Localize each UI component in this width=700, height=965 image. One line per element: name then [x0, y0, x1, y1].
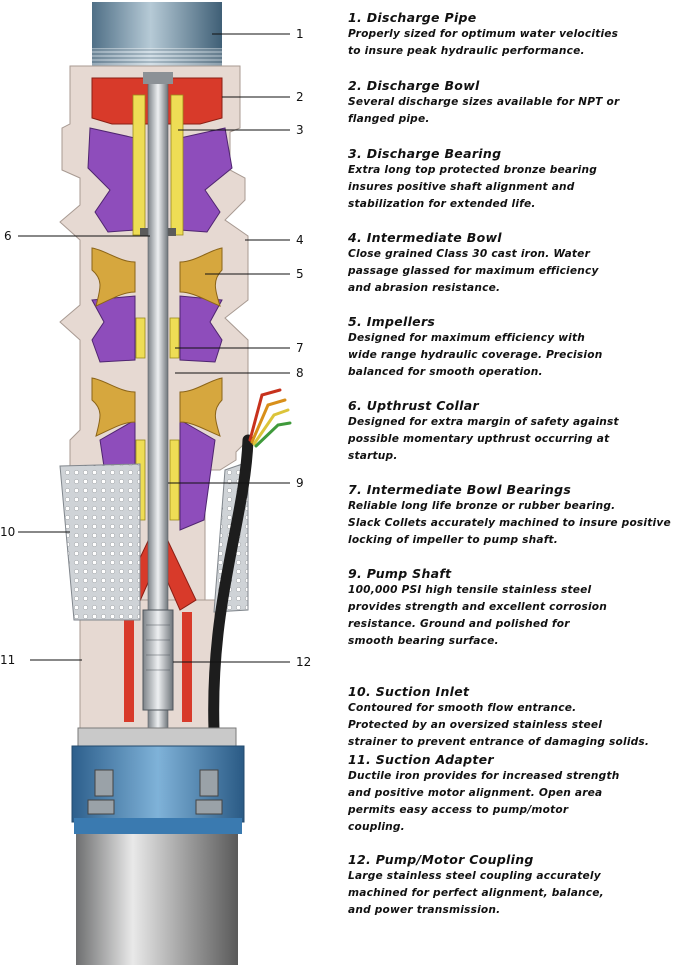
callout-12: 12 [296, 655, 311, 669]
motor-flange [74, 818, 242, 834]
legend-entry-description-line: and power transmission. [348, 904, 501, 916]
legend-entry-description-line: possible momentary upthrust occurring at [348, 433, 610, 445]
legend-entry-description-line: strainer to prevent entrance of damaging… [348, 736, 650, 748]
legend-entry-description-line: Ductile iron provides for increased stre… [348, 770, 620, 782]
legend-entry-description-line: Several discharge sizes available for NP… [348, 96, 620, 108]
legend-entry-description-line: to insure peak hydraulic performance. [348, 45, 585, 57]
legend-entry-description-line: wide range hydraulic coverage. Precision [348, 349, 603, 361]
legend-entry-description-line: resistance. Ground and polished for [348, 618, 570, 630]
legend-entry-description-line: Extra long top protected bronze bearing [348, 164, 598, 176]
callout-7: 7 [296, 341, 304, 355]
legend-entry-description-line: passage glassed for maximum efficiency [348, 265, 599, 277]
legend-entry-description-line: Reliable long life bronze or rubber bear… [348, 500, 616, 512]
legend-entry-description-line: startup. [348, 450, 398, 462]
legend-entry-description-line: Designed for extra margin of safety agai… [348, 416, 619, 428]
callout-1: 1 [296, 27, 304, 41]
legend-entry-title: 1. Discharge Pipe [348, 10, 477, 25]
power-cable [208, 388, 292, 736]
legend-entry-description-line: Properly sized for optimum water velocit… [348, 28, 619, 40]
legend-entry-title: 9. Pump Shaft [348, 566, 452, 581]
callout-6: 6 [4, 229, 12, 243]
legend-entry-description-line: machined for perfect alignment, balance, [348, 887, 604, 899]
legend-entry: 9. Pump Shaft 100,000 PSI high tensile st… [348, 566, 607, 650]
suction-adapter-channel-right [182, 612, 192, 722]
legend-entry-description-line: Close grained Class 30 cast iron. Water [348, 248, 590, 260]
legend-entry-description-line: Large stainless steel coupling accuratel… [348, 870, 601, 882]
callout-9: 9 [296, 476, 304, 490]
callout-8: 8 [296, 366, 304, 380]
pump-motor-coupling [142, 609, 174, 711]
legend-entry-title: 10. Suction Inlet [348, 684, 470, 699]
legend-entry-title: 7. Intermediate Bowl Bearings [348, 482, 572, 497]
shaft-nut [143, 72, 173, 84]
legend-entry-description-line: Contoured for smooth flow entrance. [348, 702, 577, 714]
legend-entry-title: 11. Suction Adapter [348, 752, 494, 767]
legend-entry-description-line: insures positive shaft alignment and [348, 181, 575, 193]
legend-entry-description-line: smooth bearing surface. [348, 635, 499, 647]
legend-entry-description-line: 100,000 PSI high tensile stainless steel [348, 584, 592, 596]
suction-strainer [59, 463, 141, 621]
legend-entry-title: 6. Upthrust Collar [348, 398, 479, 413]
callout-5: 5 [296, 267, 304, 281]
legend-entry-description-line: Protected by an oversized stainless stee… [348, 719, 603, 731]
adapter-bolts [87, 769, 223, 815]
legend-entry-description-line: stabilization for extended life. [348, 198, 536, 210]
legend-entry-description-line: Designed for maximum efficiency with [348, 332, 586, 344]
suction-adapter-channel-left [124, 612, 134, 722]
legend-entry-title: 2. Discharge Bowl [348, 78, 480, 93]
leader-lines [18, 33, 290, 663]
legend-entry-title: 12. Pump/Motor Coupling [348, 852, 534, 867]
legend-entry-description-line: and positive motor alignment. Open area [348, 787, 603, 799]
callout-10: 10 [0, 525, 15, 539]
discharge-pipe [92, 2, 222, 66]
legend-entry-description-line: balanced for smooth operation. [348, 366, 543, 378]
callout-3: 3 [296, 123, 304, 137]
legend-entry-title: 4. Intermediate Bowl [348, 230, 502, 245]
impellers [91, 247, 223, 437]
legend-entry-description-line: permits easy access to pump/motor [348, 804, 569, 816]
legend-entry-title: 3. Discharge Bearing [348, 146, 502, 161]
legend-entry-description-line: and abrasion resistance. [348, 282, 501, 294]
callout-11: 11 [0, 653, 15, 667]
legend-entry-description-line: locking of impeller to pump shaft. [348, 534, 559, 546]
callout-4: 4 [296, 233, 304, 247]
legend-entry-description-line: Slack Collets accurately machined to ins… [348, 517, 671, 529]
callout-2: 2 [296, 90, 304, 104]
legend-entry-description-line: flanged pipe. [348, 113, 430, 125]
motor-adapter-collar [77, 727, 237, 747]
callout-numbers: 1 2 3 6 4 5 7 8 9 10 11 12 [0, 27, 311, 669]
legend-entry-title: 5. Impellers [348, 314, 436, 329]
legend-entry-description-line: coupling. [348, 821, 405, 833]
legend-entry-description-line: provides strength and excellent corrosio… [348, 601, 608, 613]
submersible-motor [76, 834, 238, 965]
